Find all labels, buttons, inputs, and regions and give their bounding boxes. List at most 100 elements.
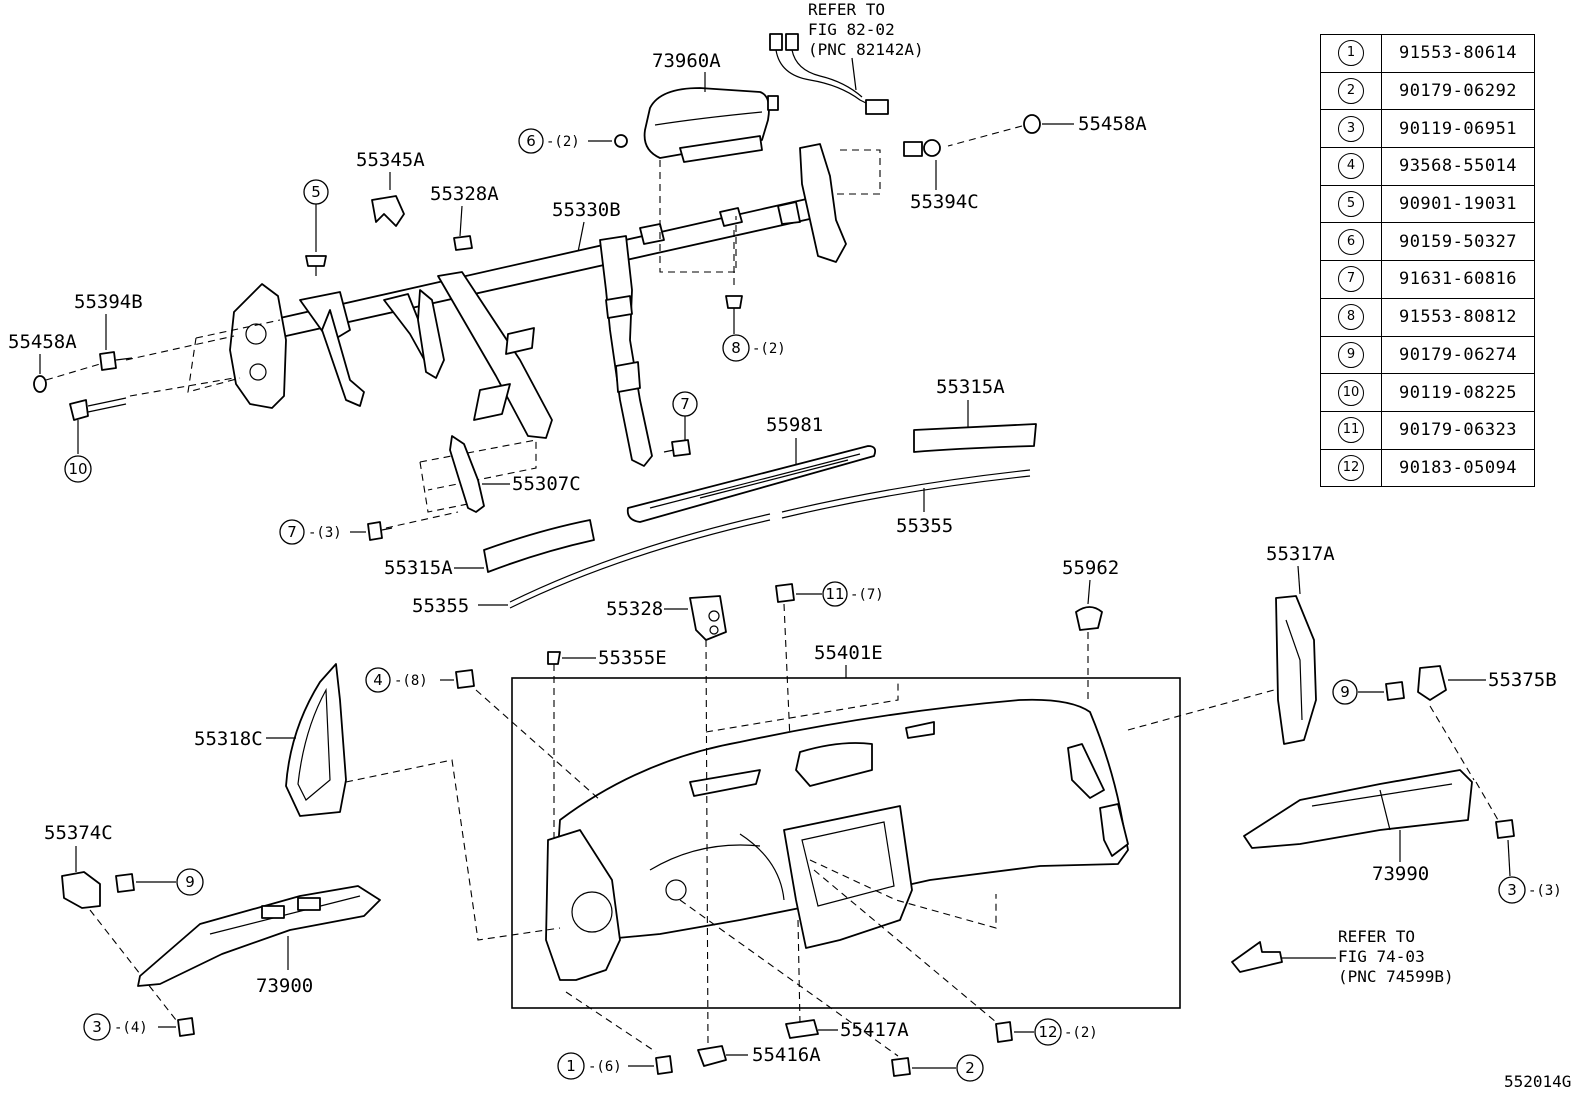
label-55416A: 55416A xyxy=(752,1044,821,1066)
fastener-index-cell: 6 xyxy=(1320,222,1382,262)
label-55458A-left: 55458A xyxy=(8,331,77,353)
fastener-index-cell: 11 xyxy=(1320,410,1382,450)
label-55394C: 55394C xyxy=(910,191,979,213)
label-73960A: 73960A xyxy=(652,50,721,72)
callout-7-lower: 7 xyxy=(287,523,297,541)
label-55318C: 55318C xyxy=(194,728,263,750)
instrument-panel-55401E: 55401E xyxy=(511,642,1181,1009)
callout-9-left: 9 xyxy=(185,873,195,891)
upper-guide-lines xyxy=(45,149,881,529)
fastener-index-cell: 9 xyxy=(1320,335,1382,375)
refer-note-top: REFER TO FIG 82-02 (PNC 82142A) xyxy=(808,0,924,59)
callout-8: 8 xyxy=(731,339,741,357)
fastener-index-cell: 1 xyxy=(1320,34,1382,73)
fastener-table-row: 11 90179-06323 xyxy=(1320,410,1535,450)
vent-55962: 55962 xyxy=(1062,557,1119,700)
label-55315A-right: 55315A xyxy=(936,376,1005,398)
fastener-index-cell: 5 xyxy=(1320,184,1382,224)
fastener-11-group: 11 -(7) xyxy=(775,581,884,741)
part-55315A-right: 55315A xyxy=(913,376,1037,453)
refer-top-line2: FIG 82-02 xyxy=(808,20,895,39)
fastener-index-circle: 8 xyxy=(1338,304,1364,331)
qty-3-right: -(3) xyxy=(1528,883,1562,899)
qty-11: -(7) xyxy=(850,587,884,603)
label-55317A: 55317A xyxy=(1266,543,1335,565)
fastener-7-lower-group: 7 -(3) xyxy=(279,519,393,545)
label-55394B: 55394B xyxy=(74,291,143,313)
refer-bottom-line2: FIG 74-03 xyxy=(1338,947,1425,966)
fastener-index-circle: 11 xyxy=(1338,417,1364,444)
fastener-index-cell: 7 xyxy=(1320,260,1382,299)
bracket-55375B: 55375B xyxy=(1417,665,1557,781)
glove-box-73900: 73900 xyxy=(137,885,381,997)
callout-1: 1 xyxy=(566,1057,576,1075)
label-55981: 55981 xyxy=(766,414,823,436)
fastener-table-row: 2 90179-06292 xyxy=(1320,71,1535,111)
label-55355-right: 55355 xyxy=(896,515,953,537)
callout-10: 10 xyxy=(68,460,87,478)
fastener-10-group: 10 xyxy=(64,397,127,483)
fastener-index-cell: 3 xyxy=(1320,109,1382,149)
fastener-part-number: 91631-60816 xyxy=(1381,260,1535,299)
label-55355E: 55355E xyxy=(598,647,667,669)
fastener-3-right-group: 3 -(3) xyxy=(1475,781,1562,904)
fastener-4-group: 4 -(8) xyxy=(365,667,601,801)
fastener-index-circle: 4 xyxy=(1338,153,1364,180)
label-55345A: 55345A xyxy=(356,149,425,171)
fastener-part-number: 91553-80614 xyxy=(1381,34,1535,73)
part-55355E: 55355E xyxy=(547,647,667,900)
fastener-6-group: 6 -(2) xyxy=(518,128,628,154)
label-55355-left: 55355 xyxy=(412,595,469,617)
fastener-index-circle: 1 xyxy=(1338,40,1364,67)
callout-3-right: 3 xyxy=(1507,881,1517,899)
label-73900: 73900 xyxy=(256,975,313,997)
defroster-nozzle-55981: 55981 xyxy=(626,414,877,523)
callout-5: 5 xyxy=(311,183,321,201)
fastener-part-number: 90179-06292 xyxy=(1381,71,1535,111)
seal-55355-left: 55355 xyxy=(412,513,771,617)
qty-12: -(2) xyxy=(1064,1025,1098,1041)
fastener-index-cell: 10 xyxy=(1320,373,1382,412)
duct-55307C: 55307C xyxy=(449,435,581,513)
fastener-table-row: 7 91631-60816 xyxy=(1320,260,1535,299)
label-73990: 73990 xyxy=(1372,863,1429,885)
fastener-5-group: 5 xyxy=(303,179,329,276)
fastener-3-left-group: 3 -(4) xyxy=(83,1013,195,1041)
qty-1: -(6) xyxy=(588,1059,622,1075)
fastener-index-circle: 7 xyxy=(1338,266,1364,293)
fastener-index-circle: 3 xyxy=(1338,115,1364,142)
label-55328A: 55328A xyxy=(430,183,499,205)
clip-55417A: 55417A xyxy=(785,919,909,1041)
bracket-55345A: 55345A xyxy=(356,149,425,227)
refer-bottom-line3: (PNC 74599B) xyxy=(1338,967,1454,986)
label-55458A-top: 55458A xyxy=(1078,113,1147,135)
fastener-part-number: 90901-19031 xyxy=(1381,184,1535,224)
fastener-part-number: 90179-06274 xyxy=(1381,335,1535,375)
part-55458A-left: 55458A xyxy=(8,331,77,393)
fastener-index-cell: 4 xyxy=(1320,147,1382,186)
refer-top-line3: (PNC 82142A) xyxy=(808,40,924,59)
fastener-1-group: 1 -(6) xyxy=(557,991,673,1080)
label-55375B: 55375B xyxy=(1488,669,1557,691)
fastener-index-circle: 5 xyxy=(1338,191,1364,218)
qty-8: -(2) xyxy=(752,341,786,357)
fastener-8-group: 8 -(2) xyxy=(722,230,786,362)
callout-11: 11 xyxy=(825,585,844,603)
fastener-12-group: 12 -(2) xyxy=(813,869,1098,1046)
fastener-index-circle: 2 xyxy=(1338,78,1364,105)
fastener-part-number: 90179-06323 xyxy=(1381,410,1535,450)
bracket-55374C: 55374C xyxy=(44,822,177,1021)
callout-4: 4 xyxy=(373,671,383,689)
callout-3-left: 3 xyxy=(92,1018,102,1036)
label-55307C: 55307C xyxy=(512,473,581,495)
glove-box-73990: 73990 xyxy=(1243,769,1473,885)
fastener-part-number: 90183-05094 xyxy=(1381,448,1535,488)
